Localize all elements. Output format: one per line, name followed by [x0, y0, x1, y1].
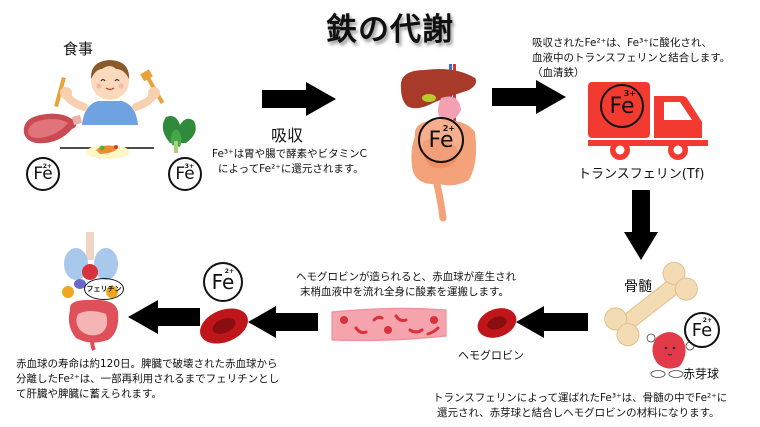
- meal-label: 食事: [63, 40, 94, 58]
- liver-icon: [400, 69, 477, 109]
- boy-face: [91, 62, 129, 100]
- storage-description: 赤血球の寿命は約120日。脾臓で破壊された赤血球から 分離したFe²⁺は、一部再…: [16, 358, 280, 400]
- iron-transferrin-badge: Fe 3+: [600, 84, 644, 128]
- knife-icon: [54, 76, 66, 108]
- arrow-down-icon: [624, 190, 658, 260]
- arrow-right-icon: [492, 80, 566, 114]
- iron-heme-badge: Fe 2+: [26, 157, 60, 191]
- organs-illustration: [62, 232, 119, 351]
- boy-eating-illustration: [23, 60, 196, 159]
- boy-hair: [90, 60, 130, 79]
- erythroblast-icon: [646, 332, 695, 378]
- arrow-left-icon: [128, 300, 200, 334]
- meat-icon: [23, 113, 82, 144]
- transferrin-label: トランスフェリン(Tf): [578, 167, 705, 182]
- arrow-left-icon: [516, 306, 588, 338]
- bone-marrow-description: トランスフェリンによって運ばれたFe³⁺は、骨髄の中でFe²⁺に 還元され、赤芽…: [433, 392, 728, 419]
- boy-shirt: [82, 101, 138, 125]
- red-blood-cell-icon: [477, 308, 517, 338]
- absorption-label: 吸収: [271, 126, 304, 145]
- iron-marrow-badge: Fe 2+: [684, 312, 720, 348]
- page-title: 鉄の代謝: [326, 12, 454, 48]
- bone-marrow-label: 骨髄: [624, 279, 652, 295]
- arrow-right-icon: [262, 82, 336, 116]
- erythroblast-label: 赤芽球: [683, 367, 720, 381]
- iron-recycled-badge: Fe 2+: [203, 262, 243, 302]
- iron-nonheme-badge: Fe 3+: [168, 157, 202, 191]
- transport-description: 吸収されたFe²⁺は、Fe³⁺に酸化され、 血液中のトランスフェリンと結合します…: [532, 37, 731, 79]
- hemoglobin-description: ヘモグロビンが造られると、赤血球が産生され 末梢血液中を流れ全身に酸素を運搬しま…: [296, 271, 517, 298]
- red-blood-cell-icon: [200, 308, 248, 344]
- heart-icon: [82, 264, 98, 280]
- bone-icon: [604, 261, 698, 347]
- arrow-left-icon: [248, 306, 318, 338]
- absorption-description: Fe³⁺は胃や腸で酵素やビタミンC によってFe²⁺に還元されます。: [212, 148, 368, 175]
- blood-vessel-icon: [331, 307, 447, 342]
- hemoglobin-label: ヘモグロビン: [458, 349, 524, 362]
- iron-absorbed-badge: Fe 2+: [418, 117, 464, 163]
- ferritin-callout: フェリチン: [84, 278, 124, 300]
- spinach-icon: [162, 116, 196, 153]
